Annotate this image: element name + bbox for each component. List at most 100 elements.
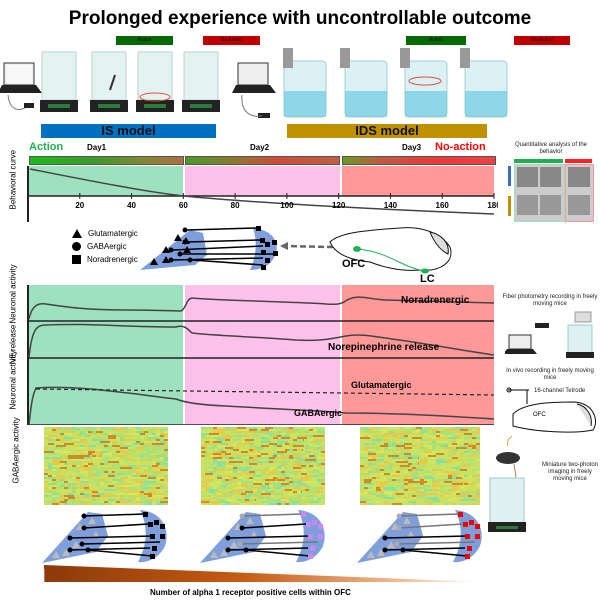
x-tick-label: 60 <box>179 201 188 210</box>
glutamatergic-neuron <box>210 551 218 558</box>
day2-band <box>185 285 340 425</box>
circle-icon <box>72 242 81 251</box>
legend-item-noradrenergic: Noradrenergic <box>72 253 138 266</box>
noradrenergic-neuron <box>465 554 470 559</box>
is-model-bar: IS model <box>41 124 216 138</box>
in-vivo-caption: In vivo recording in freely moving mice <box>506 368 594 381</box>
figure-title: Prolonged experience with uncontrollable… <box>68 8 532 29</box>
gabaergic-neuron <box>85 547 91 553</box>
ofc-label: OFC <box>342 258 365 270</box>
gradient-label: Number of alpha 1 receptor positive cell… <box>150 588 351 597</box>
gabaergic-neuron <box>243 547 249 553</box>
day1-label: Day1 <box>87 143 107 152</box>
noradrenergic-neuron <box>475 534 480 539</box>
noradrenergic-neuron <box>312 520 317 525</box>
shock-chamber-icon <box>182 51 220 112</box>
ids-no-action-tag: No Action <box>514 36 570 45</box>
quant-is-marker <box>508 166 511 186</box>
two-photon-illustration <box>488 436 526 532</box>
projection <box>87 549 153 557</box>
is-action-tag: Action <box>116 36 173 45</box>
shock-chamber-icon <box>40 51 78 112</box>
quant-no-action-frames <box>565 164 594 222</box>
glutamatergic-dashed-line <box>35 388 495 396</box>
noradrenergic-neuron <box>318 524 323 529</box>
controller-icon <box>24 103 34 108</box>
day2-progress-bar <box>185 156 340 165</box>
noradrenergic-neuron <box>308 554 313 559</box>
ids-model-bar: IDS model <box>287 124 487 138</box>
circuit-diagram-day3 <box>357 510 482 563</box>
projection <box>241 513 303 517</box>
noradrenergic-ylabel: Neuronal activity <box>8 264 18 324</box>
projection <box>69 547 151 551</box>
glutamatergic-neuron <box>367 551 375 558</box>
glutamatergic-neuron <box>246 517 254 524</box>
projection <box>398 513 460 517</box>
brain-diagram: OFC LC <box>280 227 452 282</box>
glutamatergic-neuron <box>407 531 415 538</box>
quant-action-header <box>514 159 563 163</box>
gaba-curve <box>28 386 495 425</box>
fiber-photometry-illustration <box>505 311 594 358</box>
gabaergic-neuron <box>382 535 388 541</box>
heatmap-day2 <box>201 427 325 505</box>
brain-outline <box>329 227 452 271</box>
gabaergic-neuron <box>382 547 388 553</box>
shock-chamber-icon <box>136 51 174 112</box>
legend-item-glutamatergic: Glutamatergic <box>72 227 138 240</box>
circuit-diagram-day2 <box>200 510 325 563</box>
noradrenergic-neuron <box>475 524 480 529</box>
quant-ids-marker <box>508 196 511 216</box>
ne-label: Norepinephrine release <box>328 342 440 353</box>
gabaergic-neuron <box>81 525 87 531</box>
noradrenergic-neuron <box>148 522 153 527</box>
day3-progress-bar <box>342 156 496 165</box>
day2-band <box>185 166 340 196</box>
day1-progress-bar <box>29 156 184 165</box>
arrow-head-icon <box>280 242 288 250</box>
glutamatergic-neuron <box>377 549 385 556</box>
day3-band <box>342 285 494 425</box>
gabaergic-neuron <box>396 513 402 519</box>
projection <box>241 523 307 529</box>
projection <box>384 547 466 551</box>
x-tick-label: 160 <box>436 201 450 210</box>
quant-analysis-caption: Quantitative analysis of the behavior <box>514 142 588 155</box>
no-action-label: No-action <box>435 141 486 153</box>
projection <box>81 541 161 545</box>
water-tank-icon <box>340 48 388 118</box>
gabaergic-neuron <box>225 535 231 541</box>
gabaergic-neuron <box>237 541 243 547</box>
projection <box>83 523 149 529</box>
projection <box>69 535 153 539</box>
alpha1-gradient-wedge <box>44 565 484 582</box>
gabaergic-neuron <box>67 535 73 541</box>
day3-band <box>342 166 494 196</box>
day1-band <box>28 285 183 425</box>
projection <box>396 541 476 545</box>
projection <box>83 513 145 517</box>
noradrenergic-neuron <box>150 554 155 559</box>
quant-action-frames <box>514 164 565 222</box>
water-tank-icon <box>460 48 508 118</box>
noradrenergic-neuron <box>469 520 474 525</box>
glutamatergic-neuron <box>220 549 228 556</box>
glutamatergic-neuron <box>72 541 80 548</box>
glutamatergic-label: Glutamatergic <box>351 380 412 390</box>
noradrenergic-neuron <box>143 512 148 517</box>
behavioral-curve-chart: 20406080100120140160180 <box>27 166 498 222</box>
legend-label: Noradrenergic <box>87 255 138 264</box>
noradrenergic-neuron <box>458 512 463 517</box>
projection <box>402 549 468 557</box>
heatmap-day1 <box>44 427 168 505</box>
gabaergic-neuron <box>394 541 400 547</box>
laptop-icon <box>232 62 276 93</box>
day3-label: Day3 <box>402 143 422 152</box>
x-tick-label: 80 <box>231 201 240 210</box>
shock-chamber-icon <box>90 51 128 112</box>
apparatus-illustration <box>0 48 508 118</box>
glutamatergic-neuron <box>250 531 258 538</box>
behavioral-ylabel: Behavioral curve <box>8 149 18 210</box>
lc-label: LC <box>420 273 435 282</box>
